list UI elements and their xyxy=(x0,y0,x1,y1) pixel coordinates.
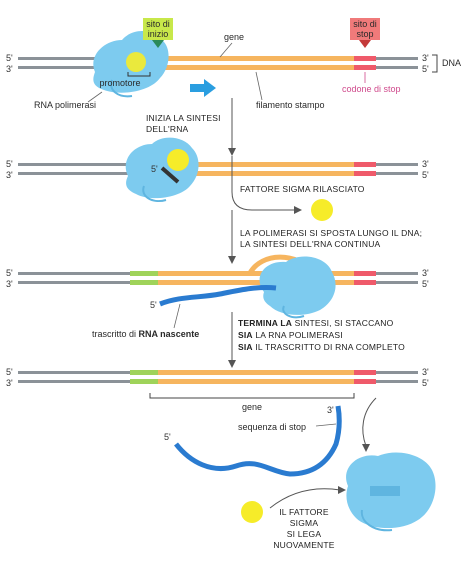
strand-3-label: 3' xyxy=(6,170,13,180)
rna-polymerase-free xyxy=(346,452,436,532)
movement-arrow-icon xyxy=(190,79,216,97)
step-5-line-2: SIGMA xyxy=(290,518,319,528)
strand-3-label: 3' xyxy=(6,64,13,74)
strand-5-label: 5' xyxy=(6,367,13,377)
gene-label-top: gene xyxy=(224,32,244,42)
nascent-transcript-pointer xyxy=(173,303,181,329)
step-4-line-1: TERMINA LA SINTESI, SI STACCANO xyxy=(238,318,394,328)
nascent-transcript-prefix: trascritto di xyxy=(92,329,139,339)
stop-site-box xyxy=(350,18,380,40)
flow-arrow-4-head-icon xyxy=(228,360,236,368)
step-5-line-1: IL FATTORE xyxy=(279,507,329,517)
sigma-factor-1 xyxy=(126,52,146,72)
strand-5-label: 5' xyxy=(422,378,429,388)
step-3-line-1: LA POLIMERASI SI SPOSTA LUNGO IL DNA; xyxy=(240,228,422,238)
rna-5-end-label: 5' xyxy=(151,164,158,174)
stop-site-label-1: sito di xyxy=(353,19,377,29)
strand-3-label: 3' xyxy=(6,279,13,289)
dna-row-1 xyxy=(18,56,418,70)
rna-polymerase-label: RNA polimerasi xyxy=(34,100,96,110)
strand-5-label: 5' xyxy=(422,64,429,74)
dna-row-3 xyxy=(18,271,418,285)
strand-5-label: 5' xyxy=(422,170,429,180)
stop-site-arrow-icon xyxy=(359,40,371,48)
step-4-line-3-bold: SIA xyxy=(238,342,253,352)
strand-5-label: 5' xyxy=(6,53,13,63)
nascent-transcript-label: trascritto di RNA nascente xyxy=(92,329,199,339)
transcript-5-label: 5' xyxy=(164,432,171,442)
step-1-line-2: DELL'RNA xyxy=(146,124,189,134)
stop-site-label-2: stop xyxy=(356,29,373,39)
nascent-rna-5-label: 5' xyxy=(150,300,157,310)
flow-arrow-5 xyxy=(362,397,377,447)
flow-arrow-1-head-icon xyxy=(228,148,236,156)
step-4-line-3: SIA IL TRASCRITTO DI RNA COMPLETO xyxy=(238,342,405,352)
promoter-label: promotore xyxy=(99,78,140,88)
template-strand-label: filamento stampo xyxy=(256,100,325,110)
step-3-line-2: LA SINTESI DELL'RNA CONTINUA xyxy=(240,239,381,249)
start-site-label-1: sito di xyxy=(146,19,170,29)
start-site-label-2: inizio xyxy=(148,29,169,39)
stop-sequence-label: sequenza di stop xyxy=(238,422,306,432)
nascent-transcript-bold: RNA nascente xyxy=(139,329,200,339)
step-4-line-2-rest: LA RNA POLIMERASI xyxy=(253,330,343,340)
step-5-line-4: NUOVAMENTE xyxy=(273,540,334,550)
step-4-line-2: SIA LA RNA POLIMERASI xyxy=(238,330,343,340)
dna-row-4 xyxy=(18,370,418,384)
sigma-factor-rebinding xyxy=(241,501,263,523)
step-1-line-1: INIZIA LA SINTESI xyxy=(146,113,221,123)
step-4-line-3-rest: IL TRASCRITTO DI RNA COMPLETO xyxy=(253,342,405,352)
start-site-arrow-icon xyxy=(152,40,164,48)
flow-arrow-2 xyxy=(231,156,296,211)
rna-polymerase-3 xyxy=(259,256,336,319)
strand-3-label: 3' xyxy=(422,367,429,377)
transcript-3-label: 3' xyxy=(327,405,334,415)
sigma-factor-2 xyxy=(167,149,189,171)
flow-arrow-5-head-icon xyxy=(362,444,370,452)
step-2-text: FATTORE SIGMA RILASCIATO xyxy=(240,184,365,194)
step-4-line-1-rest: SINTESI, SI STACCANO xyxy=(292,318,394,328)
step-5-line-3: SI LEGA xyxy=(287,529,322,539)
gene-label-bottom: gene xyxy=(242,402,262,412)
gene-bracket-bottom xyxy=(149,393,355,399)
rna-polymerase-pointer xyxy=(87,91,103,103)
stop-sequence-pointer xyxy=(315,423,337,427)
strand-5-label: 5' xyxy=(6,268,13,278)
flow-arrow-3-head-icon xyxy=(228,256,236,264)
strand-3-label: 3' xyxy=(6,378,13,388)
flow-arrow-6 xyxy=(269,488,341,509)
step-4-line-2-bold: SIA xyxy=(238,330,253,340)
stop-codon-label: codone di stop xyxy=(342,84,401,94)
flow-arrow-2-head-icon xyxy=(294,206,302,214)
strand-5-label: 5' xyxy=(422,279,429,289)
dna-label: DNA xyxy=(442,58,461,68)
rna-start-2 xyxy=(160,166,180,184)
template-strand-pointer xyxy=(255,71,263,101)
completed-rna-transcript xyxy=(174,405,342,477)
dna-bracket xyxy=(432,54,438,73)
strand-3-label: 3' xyxy=(422,53,429,63)
promoter-bracket xyxy=(127,72,151,77)
start-site-box xyxy=(143,18,173,40)
strand-3-label: 3' xyxy=(422,268,429,278)
nascent-rna xyxy=(159,285,277,307)
strand-5-label: 5' xyxy=(6,159,13,169)
gene-pointer xyxy=(219,42,233,58)
step-4-line-1-bold: TERMINA LA xyxy=(238,318,292,328)
strand-3-label: 3' xyxy=(422,159,429,169)
flow-arrow-6-head-icon xyxy=(338,486,346,494)
sigma-factor-released xyxy=(311,199,333,221)
dna-row-2 xyxy=(18,162,418,176)
